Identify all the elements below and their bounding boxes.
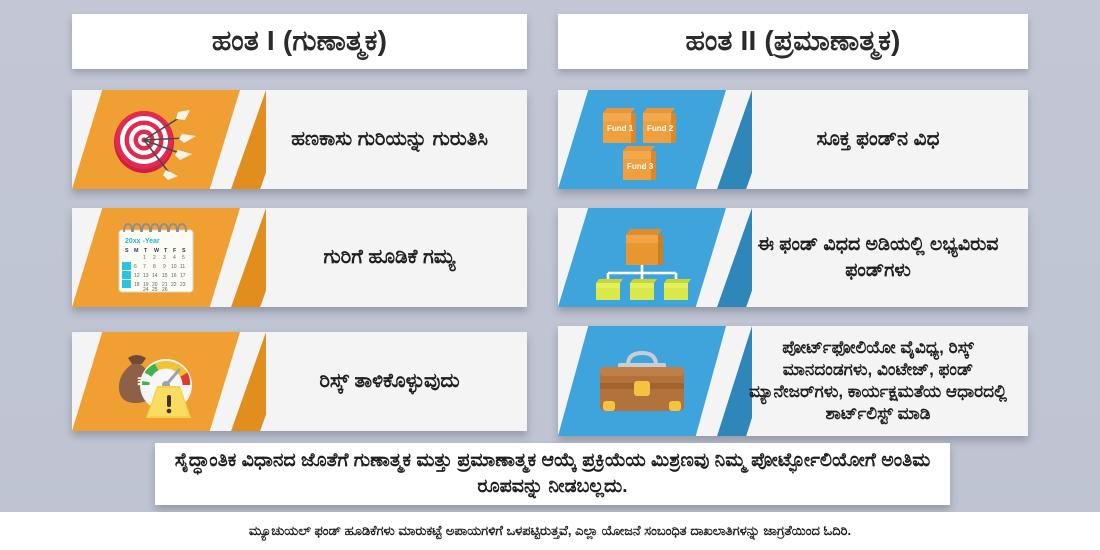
left-row-3-label-container: ರಿಸ್ಕ್ ತಾಳಿಕೊಳ್ಳುವುದು — [252, 332, 527, 431]
accent-slab — [558, 90, 726, 189]
stage-1-header-text: ಹಂತ I (ಗುಣಾತ್ಮಕ) — [211, 25, 388, 56]
left-row-2-label-container: ಗುರಿಗೆ ಹೂಡಿಕೆ ಗಮ್ಯ — [252, 208, 527, 307]
stage-2-header-text: ಹಂತ II (ಪ್ರಮಾಣಾತ್ಮಕ) — [685, 25, 901, 56]
summary-text: ಸೈದ್ಧಾಂತಿಕ ವಿಧಾನದ ಜೊತೆಗೆ ಗುಣಾತ್ಮಕ ಮತ್ತು … — [174, 450, 931, 497]
right-step-row-3: ಪೋರ್ಟ್‌ಫೋಲಿಯೋ ವೈವಿಧ್ಯ, ರಿಸ್ಕ್ ಮಾನದಂಡಗಳು,… — [558, 326, 1028, 436]
right-row-2-label-container: ಈ ಫಂಡ್ ವಿಧದ ಅಡಿಯಲ್ಲಿ ಲಭ್ಯವಿರುವ ಫಂಡ್‌ಗಳು — [728, 208, 1028, 307]
left-row-2-accent-panel — [72, 208, 266, 307]
right-step-row-2: ಈ ಫಂಡ್ ವಿಧದ ಅಡಿಯಲ್ಲಿ ಲಭ್ಯವಿರುವ ಫಂಡ್‌ಗಳು — [558, 208, 1028, 307]
disclaimer-text: ಮ್ಯೂಚುಯಲ್ ಫಂಡ್ ಹೂಡಿಕೆಗಳು ಮಾರುಕಟ್ಟೆ ಅಪಾಯಗ… — [248, 523, 852, 538]
accent-slab — [558, 326, 726, 436]
left-step-row-3: ₹ — [72, 332, 527, 431]
right-row-3-accent-panel — [558, 326, 752, 436]
left-row-1-label: ಹಣಕಾಸು ಗುರಿಯನ್ನು ಗುರುತಿಸಿ — [291, 128, 488, 151]
right-row-1-accent-panel — [558, 90, 752, 189]
accent-slab — [72, 332, 240, 431]
disclaimer-bar: ಮ್ಯೂಚುಯಲ್ ಫಂಡ್ ಹೂಡಿಕೆಗಳು ಮಾರುಕಟ್ಟೆ ಅಪಾಯಗ… — [0, 512, 1100, 550]
left-row-1-accent-panel — [72, 90, 266, 189]
right-row-2-accent-panel — [558, 208, 752, 307]
left-step-row-1: ಹಣಕಾಸು ಗುರಿಯನ್ನು ಗುರುತಿಸಿ — [72, 90, 527, 189]
accent-slab — [558, 208, 726, 307]
right-row-1-label-container: ಸೂಕ್ತ ಫಂಡ್‌ನ ವಿಧ — [728, 90, 1028, 189]
stage-1-header: ಹಂತ I (ಗುಣಾತ್ಮಕ) — [72, 14, 527, 69]
right-row-3-label: ಪೋರ್ಟ್‌ಫೋಲಿಯೋ ವೈವಿಧ್ಯ, ರಿಸ್ಕ್ ಮಾನದಂಡಗಳು,… — [749, 337, 1007, 424]
accent-slab — [72, 90, 240, 189]
left-row-2-label: ಗುರಿಗೆ ಹೂಡಿಕೆ ಗಮ್ಯ — [323, 246, 456, 269]
right-row-2-label: ಈ ಫಂಡ್ ವಿಧದ ಅಡಿಯಲ್ಲಿ ಲಭ್ಯವಿರುವ ಫಂಡ್‌ಗಳು — [757, 234, 999, 281]
stage-2-header: ಹಂತ II (ಪ್ರಮಾಣಾತ್ಮಕ) — [558, 14, 1028, 69]
summary-banner: ಸೈದ್ಧಾಂತಿಕ ವಿಧಾನದ ಜೊತೆಗೆ ಗುಣಾತ್ಮಕ ಮತ್ತು … — [155, 443, 950, 505]
left-row-1-label-container: ಹಣಕಾಸು ಗುರಿಯನ್ನು ಗುರುತಿಸಿ — [252, 90, 527, 189]
right-row-3-label-container: ಪೋರ್ಟ್‌ಫೋಲಿಯೋ ವೈವಿಧ್ಯ, ರಿಸ್ಕ್ ಮಾನದಂಡಗಳು,… — [728, 326, 1028, 436]
accent-slab — [72, 208, 240, 307]
left-row-3-label: ರಿಸ್ಕ್ ತಾಳಿಕೊಳ್ಳುವುದು — [319, 370, 460, 393]
right-row-1-label: ಸೂಕ್ತ ಫಂಡ್‌ನ ವಿಧ — [816, 128, 940, 151]
left-row-3-accent-panel — [72, 332, 266, 431]
right-step-row-1: Fund 1 Fund 2 Fund 3 — [558, 90, 1028, 189]
